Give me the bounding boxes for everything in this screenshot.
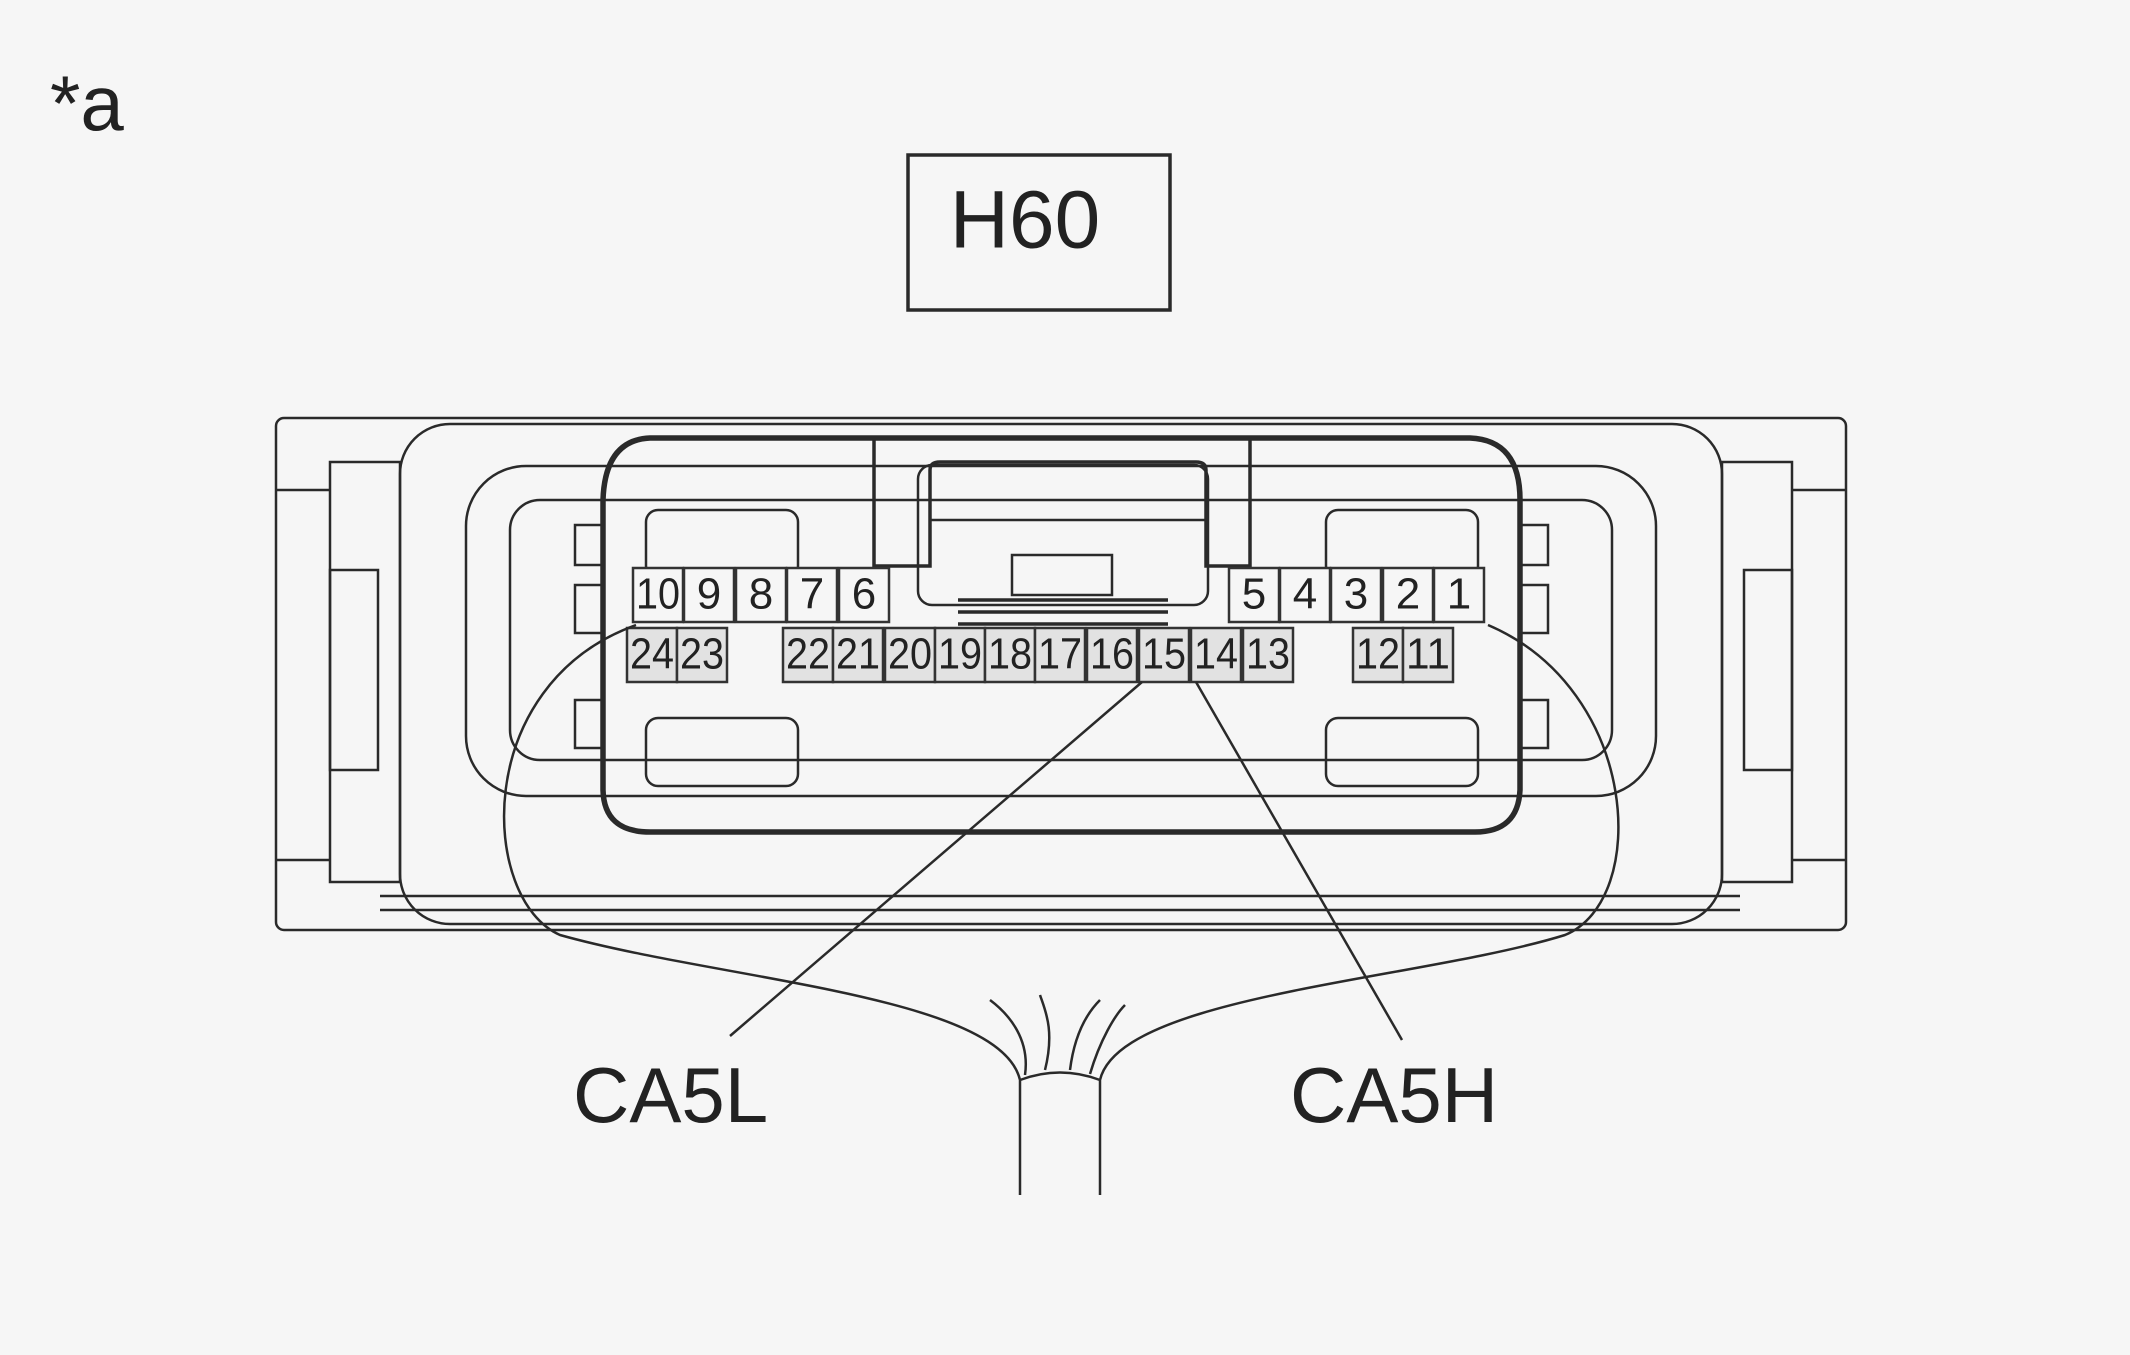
pin-number: 8	[749, 570, 773, 619]
connector-id: H60	[950, 175, 1100, 266]
pin-cavity	[1401, 626, 1455, 684]
pin-number: 18	[988, 630, 1032, 679]
pin-number: 15	[1142, 630, 1186, 679]
pin-number: 10	[636, 570, 680, 619]
pin-cavity	[1189, 626, 1243, 684]
pin-number: 2	[1396, 570, 1420, 619]
pin-cavity	[682, 566, 736, 624]
pin-cavity	[1329, 566, 1383, 624]
pin-number: 16	[1090, 630, 1134, 679]
connector-housing	[274, 416, 1848, 932]
pin-number: 7	[800, 570, 824, 619]
pin-cavity	[1033, 626, 1087, 684]
callout-ca5h: CA5H	[1194, 681, 1498, 1139]
pin-cavity	[625, 626, 679, 684]
pin-number: 17	[1038, 630, 1082, 679]
pin-cavity	[1085, 626, 1139, 684]
pin-number: 22	[786, 630, 830, 679]
pin-cavity	[675, 626, 729, 684]
pin-number: 20	[888, 630, 932, 679]
wire-harness	[502, 623, 1620, 1195]
pin-number: 3	[1344, 570, 1368, 619]
pin-number: 14	[1194, 630, 1238, 679]
callout-ca5l: CA5L	[573, 681, 1143, 1139]
pin-number: 4	[1293, 570, 1317, 619]
pin-number: 21	[836, 630, 880, 679]
pin-cavity	[1227, 566, 1281, 624]
pin-number: 6	[852, 570, 876, 619]
pin-cavity	[785, 566, 839, 624]
pin-number: 19	[938, 630, 982, 679]
pin-number: 9	[697, 570, 721, 619]
pin-cavity	[631, 566, 685, 624]
pin-number: 23	[680, 630, 724, 679]
pin-number: 12	[1356, 630, 1400, 679]
connector-id-box	[906, 153, 1172, 312]
pin-cavity	[1278, 566, 1332, 624]
pin-cavity	[983, 626, 1037, 684]
pin-cavity	[734, 566, 788, 624]
pin-cavity	[1241, 626, 1295, 684]
pin-number: 1	[1447, 570, 1471, 619]
pin-cavity	[1432, 566, 1486, 624]
pin-cavity	[1137, 626, 1191, 684]
pin-number: 11	[1406, 630, 1450, 679]
pin-number: 13	[1246, 630, 1290, 679]
callout-label-ca5l: CA5L	[573, 1051, 768, 1139]
callout-label-ca5h: CA5H	[1290, 1051, 1498, 1139]
pin-number: 24	[630, 630, 674, 679]
marker-label: *a	[50, 59, 124, 147]
pin-cavity	[831, 626, 885, 684]
pin-cavity	[837, 566, 891, 624]
pin-number: 5	[1242, 570, 1266, 619]
